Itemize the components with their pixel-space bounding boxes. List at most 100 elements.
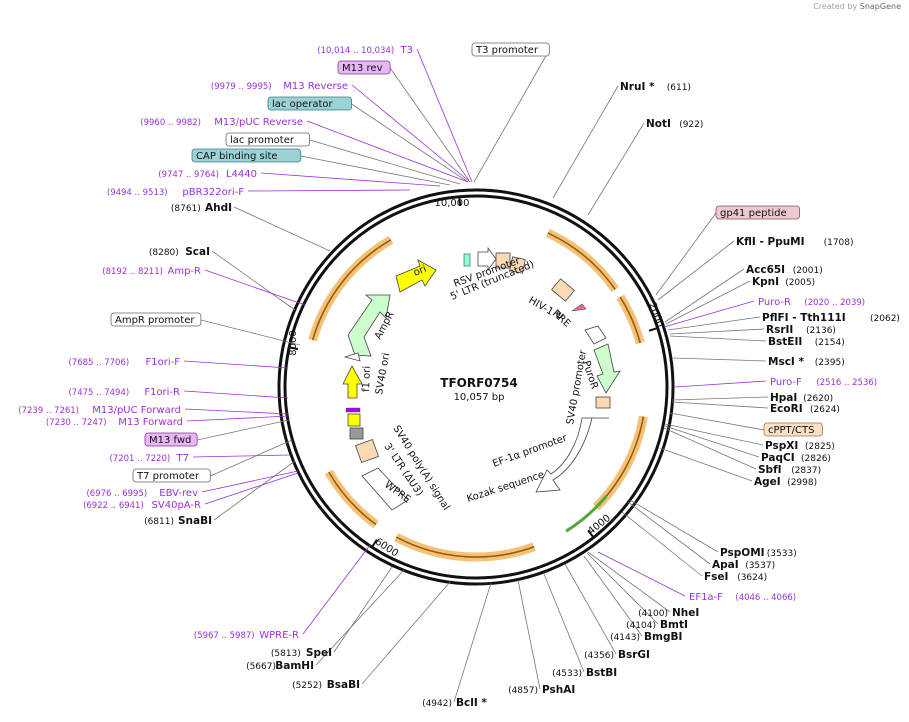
primer-position: (5967 .. 5987) xyxy=(194,631,255,641)
ef1a-promoter-arrow xyxy=(535,417,609,493)
site-leader-line xyxy=(333,566,393,653)
site-leader-line xyxy=(664,268,745,323)
feature-leader-line xyxy=(197,419,290,441)
site-leader-line xyxy=(564,563,617,655)
site-name: FseI xyxy=(704,571,728,583)
inner-feature-label: EF-1α promoter xyxy=(491,432,569,469)
site-position: (3537) xyxy=(745,561,775,571)
backbone-outer-ring xyxy=(277,188,675,586)
hiv-psi-block xyxy=(509,256,526,274)
feature-label-box xyxy=(471,42,550,57)
plasmid-name: TFORF0754 xyxy=(440,376,517,390)
site-position: (2005) xyxy=(785,278,815,288)
site-name: SnaBI xyxy=(178,515,212,527)
ltr3-block xyxy=(354,438,380,464)
primer-leader-line xyxy=(416,48,473,183)
site-leader-line xyxy=(669,335,767,342)
primer-leader-line xyxy=(306,120,469,183)
primer-position: (9979 .. 9995) xyxy=(211,82,272,92)
primer-leader-line xyxy=(247,189,411,192)
primer-name: EBV-rev xyxy=(159,488,198,499)
site-position: (2062) xyxy=(870,314,900,324)
ampr-arrow xyxy=(347,294,391,357)
site-leader-line xyxy=(233,206,331,252)
tick-mark xyxy=(371,539,378,547)
site-position: (5813) xyxy=(271,649,301,659)
tick-mark xyxy=(648,327,658,332)
primer-name: Amp-R xyxy=(168,266,202,277)
site-name: BsaBI xyxy=(327,679,360,691)
inner-feature-label: SV40 promoter xyxy=(565,348,589,425)
site-name: AhdI xyxy=(205,202,232,214)
site-leader-line xyxy=(659,447,753,482)
ltr-block xyxy=(495,252,511,269)
site-leader-line xyxy=(663,427,757,470)
feature-arc xyxy=(616,294,645,345)
feature-arc-core xyxy=(547,232,616,290)
tick-mark xyxy=(289,346,299,351)
site-leader-line xyxy=(664,423,764,446)
primer-name: L4440 xyxy=(226,169,257,180)
site-leader-line xyxy=(453,582,492,703)
feature-leader-line xyxy=(389,67,471,183)
site-position: (2624) xyxy=(810,405,840,415)
site-name: BmgBI xyxy=(644,631,682,643)
feature-label-text: T7 promoter xyxy=(136,471,200,482)
primer-leader-line xyxy=(184,408,290,415)
site-name: NruI * xyxy=(620,81,655,93)
site-name: KflI - PpuMI xyxy=(736,236,805,248)
primer-leader-line xyxy=(663,300,755,328)
site-position: (2998) xyxy=(787,478,817,488)
site-name: MscI * xyxy=(768,356,804,368)
site-position: (4356) xyxy=(584,651,614,661)
primer-position: (7685 .. 7706) xyxy=(68,358,129,368)
site-leader-line xyxy=(213,460,296,521)
site-leader-line xyxy=(629,499,719,553)
primer-leader-line xyxy=(183,390,289,399)
primer-leader-line xyxy=(186,415,290,422)
site-leader-line xyxy=(672,357,767,362)
primer-leader-line xyxy=(260,172,441,187)
feature-label-box xyxy=(144,432,198,447)
puror-arrow xyxy=(593,343,621,394)
site-position: (4143) xyxy=(610,633,640,643)
inner-feature-label: SV40 ori xyxy=(374,352,392,395)
site-name: SpeI xyxy=(306,647,332,659)
inner-feature-label: ori xyxy=(412,264,428,279)
primer-position: (9494 .. 9513) xyxy=(107,188,168,198)
site-name: BamHI xyxy=(275,660,314,672)
feature-leader-line xyxy=(655,212,717,296)
site-position: (2136) xyxy=(806,326,836,336)
feature-label-text: M13 fwd xyxy=(149,435,191,446)
primer-name: M13 Reverse xyxy=(283,81,348,92)
inner-feature-label: Kozak sequence xyxy=(466,469,546,504)
site-leader-line xyxy=(211,250,296,311)
primer-name: pBR322ori-F xyxy=(182,187,244,198)
site-name: BstBI xyxy=(586,667,617,679)
site-leader-line xyxy=(543,573,585,673)
site-leader-line xyxy=(587,551,671,613)
rsv-promoter-arrow xyxy=(477,246,497,272)
site-name: NotI xyxy=(646,118,671,130)
feature-label-box xyxy=(337,60,391,75)
site-name: ApaI xyxy=(712,559,739,571)
tick-label: 8000 xyxy=(288,330,299,355)
site-leader-line xyxy=(517,579,541,690)
primer-name: SV40pA-R xyxy=(152,500,201,511)
site-name: BsrGI xyxy=(618,649,650,661)
feature-leader-line xyxy=(669,412,765,431)
site-position: (2837) xyxy=(791,466,821,476)
primer-name: M13/pUC Forward xyxy=(92,405,181,416)
feature-arc xyxy=(593,415,648,511)
primer-leader-line xyxy=(201,470,299,493)
primer-leader-line xyxy=(204,269,306,306)
site-name: HpaI xyxy=(770,392,797,404)
feature-leader-line xyxy=(210,439,293,477)
feature-label-text: T3 promoter xyxy=(475,45,539,56)
site-name: BstEII xyxy=(768,336,802,348)
feature-arc-core xyxy=(328,471,377,526)
site-position: (611) xyxy=(667,83,691,93)
primer-name: Puro-R xyxy=(758,297,791,308)
created-by-label: Created by xyxy=(813,2,858,11)
